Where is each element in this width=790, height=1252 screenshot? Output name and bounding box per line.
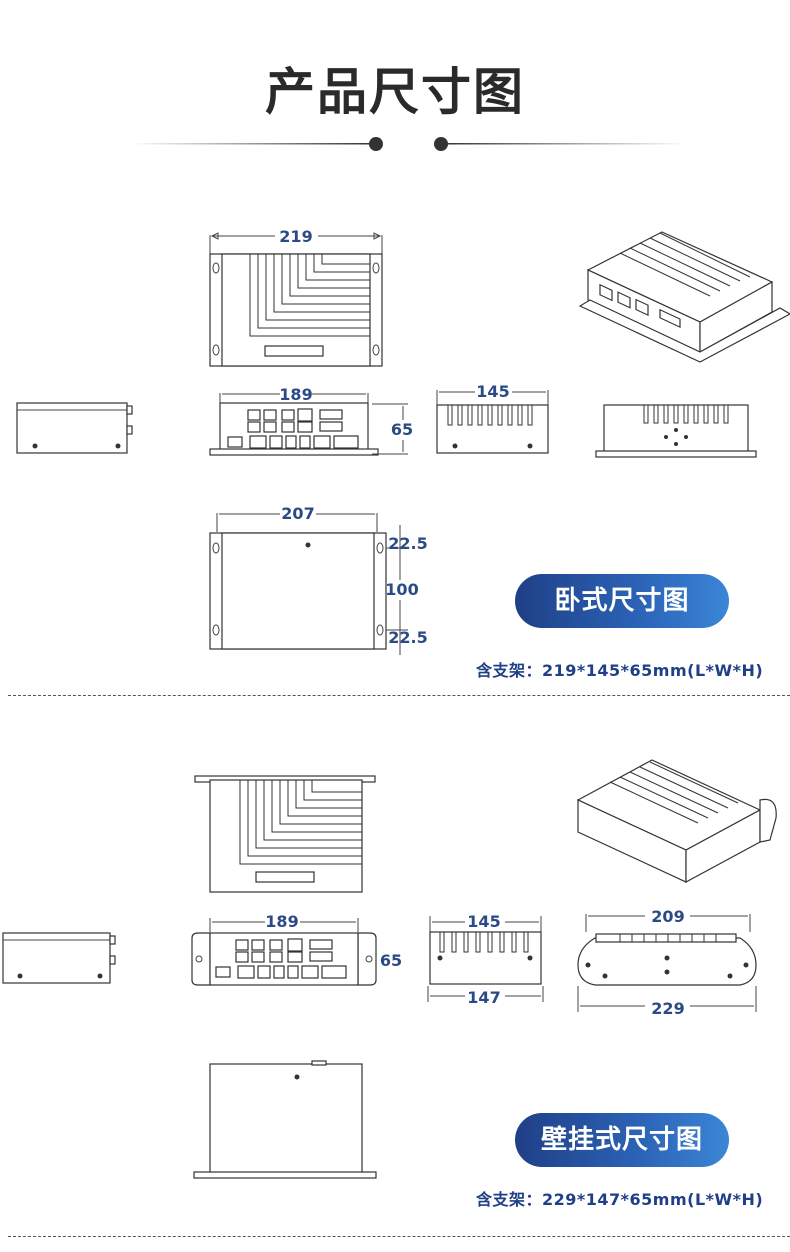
wall-side-view-drawing <box>427 916 544 1002</box>
bottom-divider <box>8 1236 790 1237</box>
horizontal-badge: 卧式尺寸图 <box>515 574 729 628</box>
wall-dim-side-top: 145 <box>467 912 500 931</box>
wall-dim-front-width: 189 <box>265 912 298 931</box>
dim-height: 65 <box>391 420 413 439</box>
isometric-view-drawing <box>578 231 790 363</box>
wall-isometric-view-drawing <box>576 759 777 884</box>
title-divider <box>130 137 687 151</box>
page-title: 产品尺寸图 <box>265 63 525 121</box>
dim-bottom-length: 207 <box>281 504 314 523</box>
dim-side-width: 145 <box>476 382 509 401</box>
horizontal-spec: 含支架：219*145*65mm(L*W*H) <box>476 661 764 680</box>
wall-left-side-drawing <box>2 932 116 984</box>
left-side-view-drawing <box>16 402 133 454</box>
dim-front-width: 189 <box>279 385 312 404</box>
dim-top-length: 219 <box>279 227 312 246</box>
wall-rear-view-drawing <box>577 914 757 1012</box>
wall-front-io-drawing <box>191 918 377 986</box>
wall-mount-drawings: 189 65 145 147 209 229 <box>2 759 777 1179</box>
front-io-view-drawing <box>209 393 408 456</box>
wall-dim-back-bottom: 229 <box>651 999 684 1018</box>
wall-top-view-drawing <box>194 775 376 893</box>
horizontal-drawings: 219 189 65 145 207 22.5 100 22.5 <box>16 227 790 655</box>
dim-hole-spacing: 100 <box>385 580 418 599</box>
side-fin-view-drawing <box>436 390 549 454</box>
rear-view-drawing <box>595 404 757 458</box>
wall-spec: 含支架：229*147*65mm(L*W*H) <box>476 1190 764 1209</box>
top-view-drawing <box>209 232 383 367</box>
section-divider <box>8 695 790 696</box>
dim-hole-offset-bottom: 22.5 <box>388 628 427 647</box>
wall-badge: 壁挂式尺寸图 <box>515 1113 729 1167</box>
dim-hole-offset-top: 22.5 <box>388 534 427 553</box>
wall-bottom-view-drawing <box>193 1060 377 1179</box>
wall-dim-back-top: 209 <box>651 907 684 926</box>
wall-dim-height: 65 <box>380 951 402 970</box>
wall-dim-side-bottom: 147 <box>467 988 500 1007</box>
bottom-view-drawing <box>209 513 408 655</box>
